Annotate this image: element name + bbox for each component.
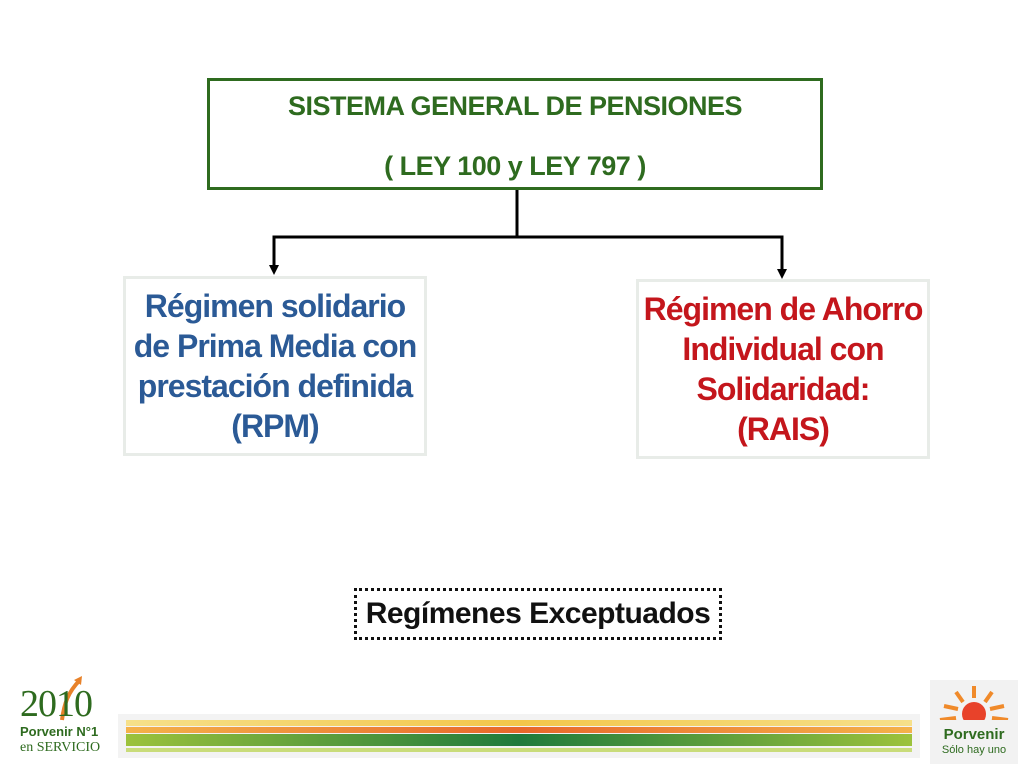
rpm-label: Régimen solidario de Prima Media con pre… bbox=[133, 288, 418, 444]
rpm-box: Régimen solidario de Prima Media con pre… bbox=[123, 276, 427, 456]
connector-left-branch bbox=[269, 235, 517, 275]
rais-box: Régimen de Ahorro Individual con Solidar… bbox=[636, 279, 930, 459]
porvenir-brand: Porvenir bbox=[943, 726, 1005, 743]
logo-line-1: Porvenir N°1 bbox=[20, 724, 99, 739]
porvenir-tagline: Sólo hay uno bbox=[941, 744, 1007, 756]
footer-stripes bbox=[118, 714, 920, 758]
connector-right-branch bbox=[517, 235, 787, 279]
porvenir-2010-logo: 2010 Porvenir N°1 en SERVICIO bbox=[18, 674, 102, 760]
porvenir-logo: Porvenir Sólo hay uno bbox=[930, 680, 1018, 764]
pension-system-title: SISTEMA GENERAL DE PENSIONES bbox=[287, 91, 743, 121]
stripe-yellow bbox=[126, 720, 912, 726]
logo-year: 2010 bbox=[20, 683, 93, 725]
pension-system-box: SISTEMA GENERAL DE PENSIONES ( LEY 100 y… bbox=[207, 78, 823, 190]
rais-label: Régimen de Ahorro Individual con Solidar… bbox=[643, 291, 924, 447]
growth-arrow-icon bbox=[60, 676, 82, 721]
stripe-light-green bbox=[126, 748, 912, 752]
exceptions-box: Regímenes Exceptuados bbox=[354, 588, 722, 640]
logo-line-2: en SERVICIO bbox=[20, 740, 101, 755]
stripe-green bbox=[126, 734, 912, 746]
exceptions-label: Regímenes Exceptuados bbox=[365, 597, 711, 630]
stripe-orange bbox=[126, 727, 912, 733]
pension-system-laws: ( LEY 100 y LEY 797 ) bbox=[384, 151, 646, 181]
sun-icon bbox=[938, 686, 1010, 730]
